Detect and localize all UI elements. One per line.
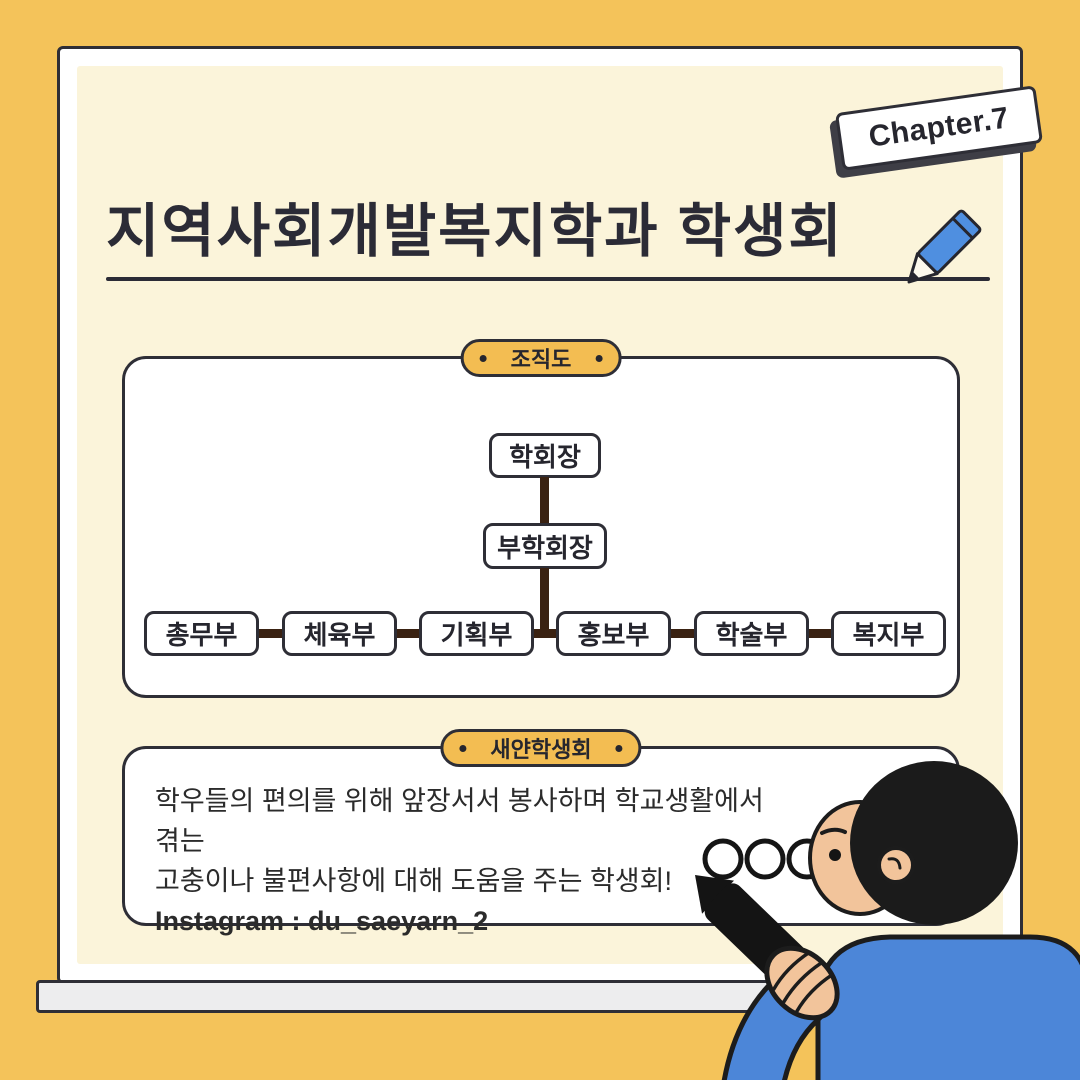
chapter-tag-label: Chapter.7 bbox=[866, 101, 1012, 154]
connector-horizontal bbox=[397, 629, 420, 638]
org-dept-box: 학술부 bbox=[694, 611, 809, 656]
connector-horizontal bbox=[671, 629, 694, 638]
org-dept-box: 기획부 bbox=[419, 611, 534, 656]
connector-vertical-2 bbox=[540, 568, 549, 634]
org-badge-label: 조직도 bbox=[510, 347, 572, 372]
org-box-vice-president: 부학회장 bbox=[483, 523, 607, 569]
badge-dot bbox=[595, 354, 603, 362]
org-badge: 조직도 bbox=[460, 339, 622, 377]
whiteboard-ledge bbox=[36, 980, 1044, 1013]
org-dept-box: 복지부 bbox=[831, 611, 946, 656]
connector-vertical-1 bbox=[540, 477, 549, 525]
badge-dot bbox=[459, 744, 467, 752]
org-chart-panel: 조직도 학회장 부학회장 총무부 체육부 기획부 홍보부 학술부 복지부 bbox=[122, 339, 960, 698]
connector-horizontal bbox=[534, 629, 557, 638]
info-panel: 새얀학생회 학우들의 편의를 위해 앞장서서 봉사하며 학교생활에서 겪는 고충… bbox=[122, 729, 960, 936]
org-box-president: 학회장 bbox=[489, 433, 601, 478]
org-dept-box: 체육부 bbox=[282, 611, 397, 656]
page-title: 지역사회개발복지학과 학생회 bbox=[106, 199, 844, 264]
info-text: 학우들의 편의를 위해 앞장서서 봉사하며 학교생활에서 겪는 고충이나 불편사… bbox=[155, 781, 795, 941]
info-badge: 새얀학생회 bbox=[440, 729, 642, 767]
badge-dot bbox=[479, 354, 487, 362]
badge-dot bbox=[615, 744, 623, 752]
pencil-icon bbox=[907, 209, 982, 284]
info-line: 고충이나 불편사항에 대해 도움을 주는 학생회! bbox=[155, 866, 672, 896]
title-underline bbox=[106, 277, 990, 281]
org-dept-box: 홍보부 bbox=[556, 611, 671, 656]
connector-horizontal bbox=[259, 629, 282, 638]
org-dept-box: 총무부 bbox=[144, 611, 259, 656]
info-badge-label: 새얀학생회 bbox=[490, 737, 592, 762]
info-line: 학우들의 편의를 위해 앞장서서 봉사하며 학교생활에서 겪는 bbox=[155, 786, 764, 856]
info-line-instagram: Instagram : du_saeyarn_2 bbox=[155, 906, 489, 936]
connector-horizontal bbox=[809, 629, 832, 638]
